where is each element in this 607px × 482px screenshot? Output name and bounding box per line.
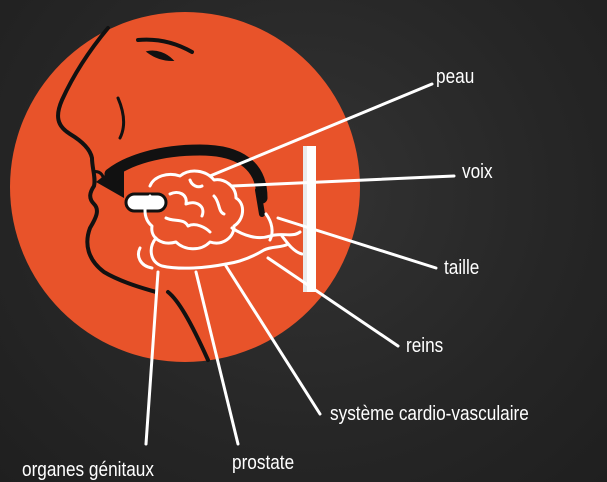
- label-systeme: système cardio-vasculaire: [330, 403, 529, 425]
- label-voix: voix: [462, 161, 493, 183]
- label-peau: peau: [436, 66, 474, 88]
- label-reins: reins: [406, 335, 443, 357]
- spine-bar-shadow: [303, 146, 307, 292]
- label-taille: taille: [444, 257, 479, 279]
- label-prostate: prostate: [232, 452, 294, 474]
- arrow-stem: [258, 190, 262, 214]
- label-organes: organes génitaux: [22, 459, 154, 481]
